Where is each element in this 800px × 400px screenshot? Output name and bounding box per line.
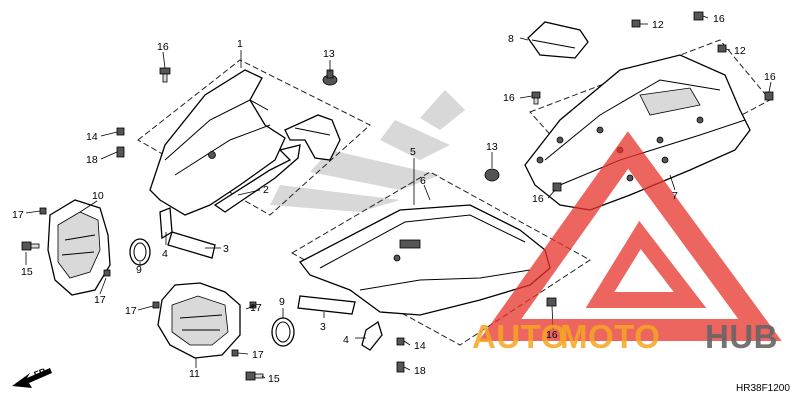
autmotohub-wordmark: AUTO MOTO HUB xyxy=(472,318,778,355)
callout-13-upper: 13 xyxy=(323,48,335,60)
wordmark-auto: AUTO xyxy=(472,318,567,355)
callout-2: 2 xyxy=(263,184,269,196)
callout-15-upper: 15 xyxy=(21,266,33,278)
callout-16-carrier-left: 16 xyxy=(503,92,515,104)
part-strip-upper xyxy=(167,231,216,259)
part-inner-stay xyxy=(213,114,341,213)
callout-7: 7 xyxy=(672,190,678,202)
callout-16-top: 16 xyxy=(713,13,725,25)
callout-3-upper: 3 xyxy=(223,243,229,255)
callout-10: 10 xyxy=(92,190,104,202)
bolt-16-carrier-left xyxy=(531,91,541,105)
part-headlight-bracket-left xyxy=(157,282,241,359)
grommet-13-lower xyxy=(484,168,500,182)
bolt-12-right xyxy=(717,44,727,53)
callout-16-right: 16 xyxy=(764,71,776,83)
callout-12-right: 12 xyxy=(734,45,746,57)
callout-4-lower: 4 xyxy=(343,334,349,346)
callout-15-lower: 15 xyxy=(268,373,280,385)
callout-11: 11 xyxy=(189,368,200,380)
front-direction-arrow-icon: FR. xyxy=(12,365,52,388)
part-pad-upper xyxy=(159,207,173,240)
part-rear-fender-inner xyxy=(299,204,551,316)
callout-16-bottom: 16 xyxy=(546,329,558,341)
callout-6: 6 xyxy=(420,175,426,187)
honda-wing-watermark xyxy=(270,90,465,212)
autmotohub-triangle-logo xyxy=(478,131,782,341)
wordmark-moto: MOTO xyxy=(560,318,660,355)
callout-9-lower: 9 xyxy=(279,296,285,308)
callout-4-upper: 4 xyxy=(162,248,168,260)
callout-16-carrier-lower: 16 xyxy=(532,193,544,205)
callout-5: 5 xyxy=(410,146,416,158)
part-pad-lower xyxy=(361,320,383,351)
screw-17-c xyxy=(152,301,160,309)
callout-8: 8 xyxy=(508,33,514,45)
bolt-14-lower xyxy=(396,337,405,346)
screw-17-b xyxy=(103,269,111,277)
callout-17-b: 17 xyxy=(94,294,106,306)
bolt-16-carrier-lower xyxy=(552,182,562,192)
part-rear-carrier-fender xyxy=(524,54,751,211)
screw-17-a xyxy=(39,207,47,215)
bolt-15-upper xyxy=(21,241,40,251)
callout-labels: 1 2 3 4 16 13 14 18 10 17 15 17 9 17 11 … xyxy=(12,13,776,385)
callout-17-c: 17 xyxy=(125,305,137,317)
callout-13-lower: 13 xyxy=(486,141,498,153)
part-seal-ring-lower xyxy=(271,317,295,347)
direction-label: FR. xyxy=(33,365,50,380)
callout-16-front: 16 xyxy=(157,41,169,53)
bolt-15-lower xyxy=(245,371,264,381)
bolt-16-bottom xyxy=(546,297,557,307)
bolt-12-upper xyxy=(631,19,641,28)
bolt-18-lower xyxy=(396,361,405,373)
leader-lines xyxy=(25,15,772,379)
callout-17-e: 17 xyxy=(252,349,264,361)
callout-14-upper: 14 xyxy=(86,131,98,143)
part-seal-ring-upper xyxy=(129,238,151,266)
wordmark-hub: HUB xyxy=(705,318,778,355)
callout-18-lower: 18 xyxy=(414,365,426,377)
callout-1: 1 xyxy=(237,38,243,50)
bolt-16-front xyxy=(159,67,171,83)
callout-18-upper: 18 xyxy=(86,154,98,166)
bolt-16-right xyxy=(764,91,774,101)
callout-17-a: 17 xyxy=(12,209,24,221)
callout-14-lower: 14 xyxy=(414,340,426,352)
bolt-18-upper xyxy=(116,146,125,158)
drawing-code: HR38F1200 xyxy=(736,383,790,394)
callout-3-lower: 3 xyxy=(320,321,326,333)
callout-9-upper: 9 xyxy=(136,264,142,276)
part-headlight-bracket-right xyxy=(47,199,111,296)
part-strip-lower xyxy=(297,295,356,315)
callout-17-d: 17 xyxy=(250,302,262,314)
bolt-16-top xyxy=(693,11,704,21)
screw-17-e xyxy=(231,349,239,357)
part-cover-lid xyxy=(527,21,589,59)
bolt-14-upper xyxy=(116,127,125,136)
grommet-13-upper xyxy=(322,69,338,86)
part-front-fender xyxy=(149,69,286,216)
callout-12-upper: 12 xyxy=(652,19,664,31)
